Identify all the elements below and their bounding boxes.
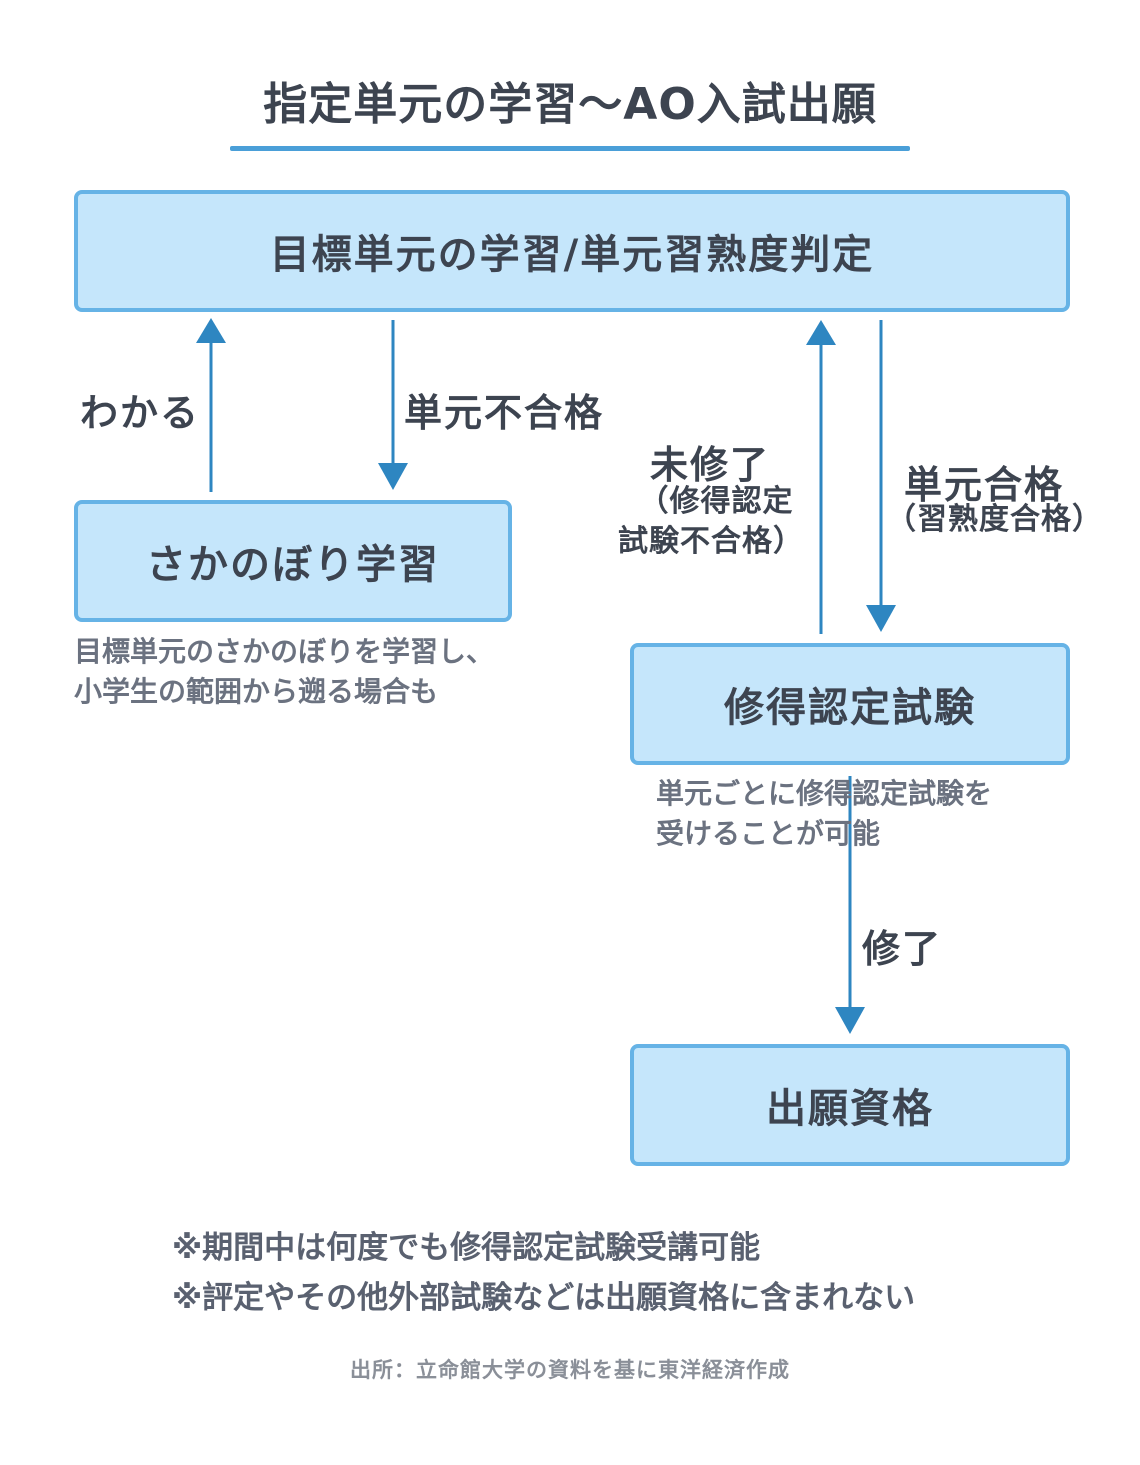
label-tangen-fugoukaku: 単元不合格 [404,391,605,435]
footnote-line1: ※期間中は何度でも修得認定試験受講可能 [172,1230,761,1266]
node-qualification-label: 出願資格 [766,1086,934,1132]
note-sakanobori-line2: 小学生の範囲から遡る場合も [74,675,439,708]
node-target-unit-study-label: 目標単元の学習/単元習熟度判定 [269,232,875,278]
source-credit: 出所：立命館大学の資料を基に東洋経済作成 [350,1358,790,1382]
node-sakanobori-label: さかのぼり学習 [146,542,440,588]
arrow-shuuryou [835,776,865,1034]
node-sakanobori: さかのぼり学習 [74,500,512,622]
label-tangen-goukaku-detail: （習熟度合格） [886,502,1103,537]
label-wakaru: わかる [80,391,201,435]
node-exam-label: 修得認定試験 [724,685,976,731]
arrow-tangen-fugoukaku [378,320,408,490]
note-sakanobori-line1: 目標単元のさかのぼりを学習し、 [74,635,495,668]
arrow-wakaru [196,318,226,492]
label-mishuuryou-detail-2: 試験不合格） [618,524,804,559]
label-shuuryou: 修了 [862,927,943,971]
label-tangen-goukaku: 単元合格 [904,463,1065,507]
node-target-unit-study: 目標単元の学習/単元習熟度判定 [74,190,1070,312]
footnote-line2: ※評定やその他外部試験などは出願資格に含まれない [172,1280,916,1316]
note-exam-line2: 受けることが可能 [656,817,881,850]
diagram-title: 指定単元の学習〜AO入試出願 [263,79,877,130]
label-mishuuryou: 未修了 [650,443,771,487]
note-exam-line1: 単元ごとに修得認定試験を [656,777,993,810]
node-qualification: 出願資格 [630,1044,1070,1166]
arrow-tangen-goukaku [866,320,896,632]
label-mishuuryou-detail-1: （修得認定 [638,484,794,519]
title-underline [230,146,910,151]
arrow-mishuuryou [806,320,836,634]
node-exam: 修得認定試験 [630,643,1070,765]
